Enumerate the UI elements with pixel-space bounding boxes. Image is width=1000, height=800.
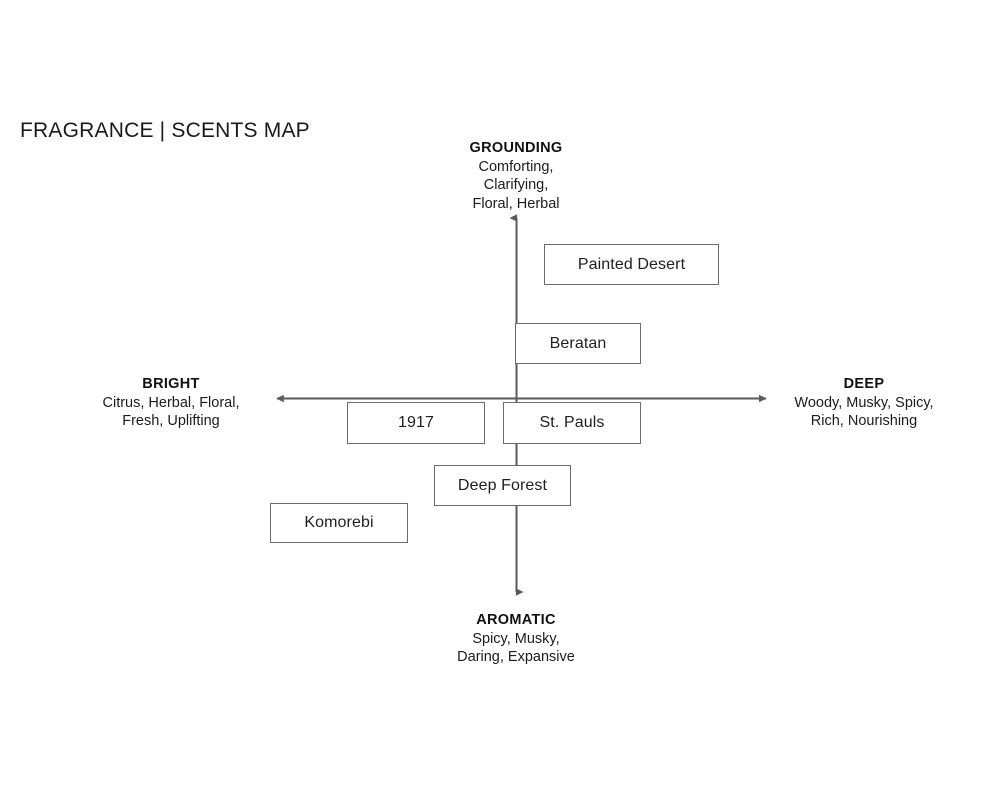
axis-pole-deep: DEEP Woody, Musky, Spicy, Rich, Nourishi… [768,375,960,431]
scent-box-label: 1917 [398,414,434,431]
axis-pole-aromatic-description: Spicy, Musky, Daring, Expansive [457,630,575,666]
axis-pole-bright: BRIGHT Citrus, Herbal, Floral, Fresh, Up… [80,375,262,431]
axis-pole-aromatic: AROMATIC Spicy, Musky, Daring, Expansive [433,611,599,667]
axis-pole-grounding-name: GROUNDING [469,140,563,156]
axis-pole-deep-description: Woody, Musky, Spicy, Rich, Nourishing [794,394,934,430]
scent-box-label: Painted Desert [577,255,686,273]
scent-box-label: St. Pauls [539,414,605,431]
axis-pole-bright-name: BRIGHT [142,376,200,392]
scent-box[interactable]: Deep Forest [434,465,571,506]
axis-pole-aromatic-name: AROMATIC [476,612,556,628]
axis-pole-deep-name: DEEP [843,376,885,392]
scent-box-label: Beratan [549,334,607,352]
scent-box[interactable]: St. Pauls [503,402,641,444]
scent-box[interactable]: Painted Desert [544,244,719,285]
scent-box[interactable]: 1917 [347,402,485,444]
axis-pole-grounding-description: Comforting, Clarifying, Floral, Herbal [472,158,560,212]
axis-pole-grounding: GROUNDING Comforting, Clarifying, Floral… [436,139,596,213]
scent-box[interactable]: Beratan [515,323,641,364]
page-title: FRAGRANCE | SCENTS MAP [20,119,310,142]
scent-box-label: Komorebi [304,514,374,531]
axis-pole-bright-description: Citrus, Herbal, Floral, Fresh, Uplifting [102,394,240,430]
scent-box[interactable]: Komorebi [270,503,408,543]
scent-box-label: Deep Forest [457,476,548,494]
